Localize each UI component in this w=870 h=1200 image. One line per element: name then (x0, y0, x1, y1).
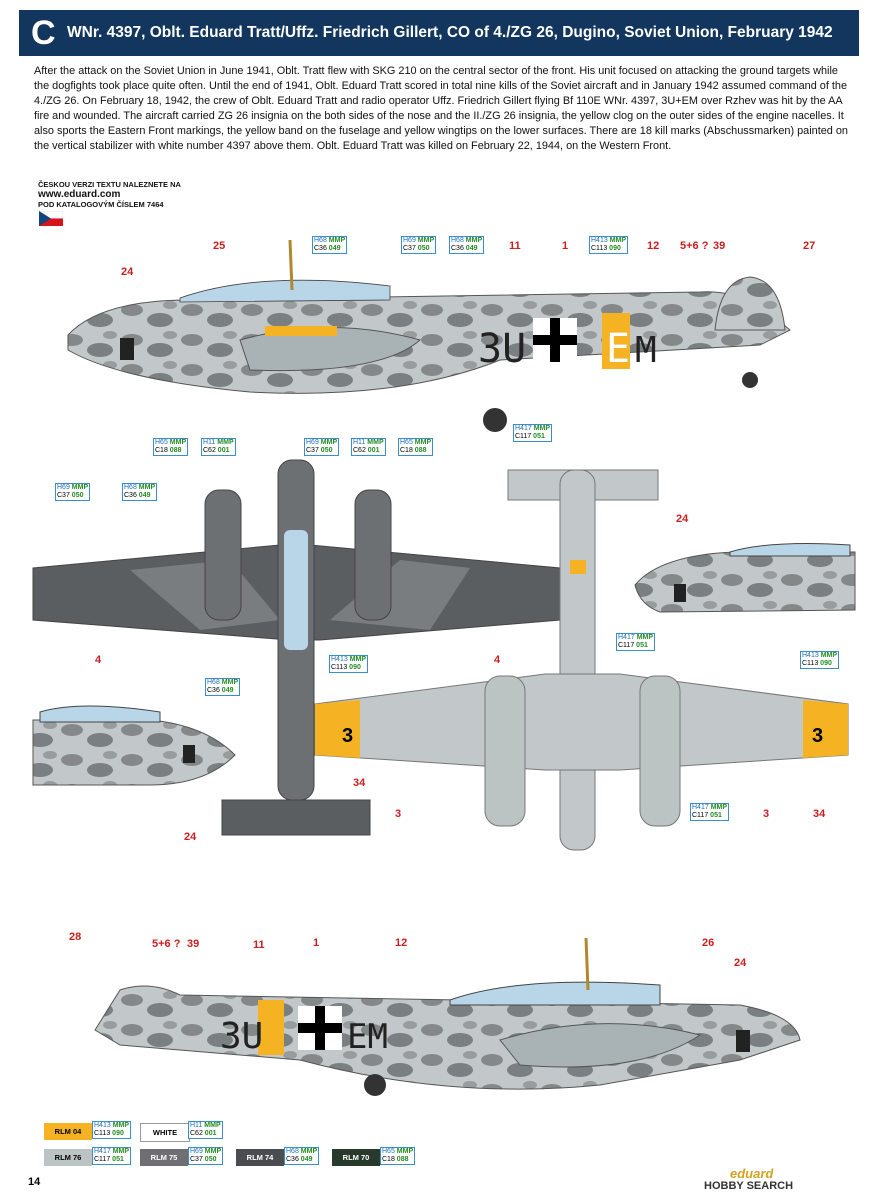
legend-swatch-rlm-76: RLM 76 (44, 1149, 92, 1166)
czech-note: ČESKOU VERZI TEXTU NALEZNETE NA www.edua… (38, 180, 181, 210)
callout-11: 11 (509, 240, 521, 252)
callout-5-6: 5+6 ? (680, 240, 709, 252)
callout-4-left: 4 (95, 654, 102, 666)
callout-26: 26 (702, 937, 714, 949)
cross-marking (533, 318, 577, 362)
callout-5-6-lower: 5+6 ? (152, 938, 181, 950)
paint-code-h417-mid: H417 MMP C117 051 (513, 424, 553, 442)
callout-27: 27 (803, 240, 815, 252)
callout-24-lower: 24 (734, 957, 747, 969)
brand-logo: eduard (730, 1166, 774, 1181)
legend-swatch-rlm-74: RLM 74 (236, 1149, 284, 1166)
callout-11-lower: 11 (253, 939, 265, 951)
paint-code-h69-left: H69 MMP C37 050 (55, 483, 91, 501)
callout-1-lower: 1 (313, 937, 319, 949)
fuselage-code-m: M (635, 330, 657, 371)
callout-12-lower: 12 (395, 937, 407, 949)
fuselage-code-left-lower: 3U (220, 1016, 263, 1057)
paint-code-h68-top: H68 MMP C36 049 (312, 236, 348, 254)
scheme-letter: C (31, 13, 56, 52)
bottom-view (314, 469, 849, 851)
callout-39: 39 (713, 240, 725, 252)
legend-swatch-rlm-70: RLM 70 (332, 1149, 380, 1166)
paint-code-h68-top2: H68 MMP C36 049 (449, 236, 485, 254)
side-profile-left (67, 239, 791, 432)
side-profile-right (94, 937, 801, 1096)
callout-34-right: 34 (813, 808, 826, 820)
paint-code-h417-wing: H417 MMP C117 051 (616, 633, 656, 651)
paint-code-h65-a: H65 MMP C18 088 (153, 438, 189, 456)
callout-39-lower: 39 (187, 938, 199, 950)
description-text: After the attack on the Soviet Union in … (34, 65, 848, 152)
czech-flag-icon (39, 211, 63, 226)
paint-code-h11-a: H11 MMP C62 001 (201, 438, 236, 456)
callout-24-nose: 24 (676, 513, 689, 525)
paint-code-h69-top: H69 MMP C37 050 (401, 236, 437, 254)
callout-34-left: 34 (353, 777, 366, 789)
page-number: 14 (28, 1176, 41, 1188)
fuselage-code-left: 3U (478, 326, 526, 372)
watermark: HOBBY SEARCH (704, 1180, 794, 1192)
legend-swatch-white: WHITE (140, 1123, 190, 1142)
header-bar: C WNr. 4397, Oblt. Eduard Tratt/Uffz. Fr… (19, 10, 859, 56)
legend-swatch-rlm-75: RLM 75 (140, 1149, 188, 1166)
paint-code-h413-top: H413 MMP C113 090 (589, 236, 629, 254)
paint-code-h65-b: H65 MMP C18 088 (398, 438, 434, 456)
callout-12: 12 (647, 240, 659, 252)
paint-code-h413-left: H413 MMP C113 090 (329, 655, 369, 673)
nose-detail-left (32, 705, 236, 786)
callout-1: 1 (562, 240, 568, 252)
callout-24: 24 (121, 266, 134, 278)
wing-digit-right: 3 (812, 725, 823, 747)
czech-note-line2: POD KATALOGOVÝM ČÍSLEM 7464 (38, 200, 164, 209)
callout-4-right: 4 (494, 654, 501, 666)
paint-code-h11-b: H11 MMP C62 001 (351, 438, 386, 456)
scheme-title: WNr. 4397, Oblt. Eduard Tratt/Uffz. Frie… (67, 24, 833, 41)
callout-3-left: 3 (395, 808, 401, 820)
callout-25: 25 (213, 240, 225, 252)
wing-digit-left: 3 (342, 725, 353, 747)
callout-28: 28 (69, 931, 81, 943)
paint-code-h68-tail: H68 MMP C36 049 (205, 678, 241, 696)
nose-detail-right (634, 543, 856, 613)
fuselage-code-e: E (606, 326, 630, 372)
paint-code-h69-a: H69 MMP C37 050 (304, 438, 340, 456)
paint-code-h417-bottom: H417 MMP C117 051 (690, 803, 730, 821)
top-view (32, 459, 561, 836)
czech-note-url[interactable]: www.eduard.com (38, 189, 121, 200)
callout-24-left-nose: 24 (184, 831, 197, 843)
fuselage-code-right-lower: EM (347, 1017, 388, 1057)
callout-3-right: 3 (763, 808, 769, 820)
cross-marking-lower (298, 1006, 342, 1050)
paint-code-h413-right: H413 MMP C113 090 (800, 651, 840, 669)
czech-note-line1: ČESKOU VERZI TEXTU NALEZNETE NA (38, 180, 181, 189)
paint-code-h68-left: H68 MMP C36 049 (122, 483, 158, 501)
legend-swatch-rlm-04: RLM 04 (44, 1123, 92, 1140)
